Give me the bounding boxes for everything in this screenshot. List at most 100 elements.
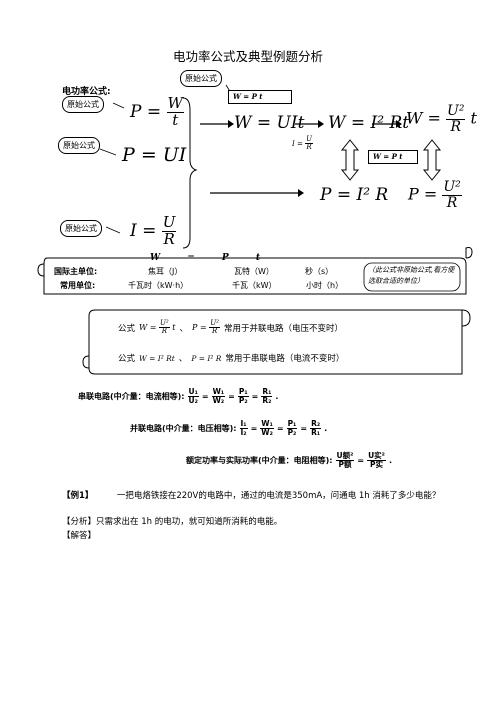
fraction-u-r: U R	[161, 213, 177, 248]
usage-row-prefix: 公式	[118, 354, 136, 364]
fraction-num: U²	[159, 319, 170, 329]
fraction-den: R	[446, 194, 458, 211]
box-w-pt-top: W = P t	[228, 90, 292, 104]
formula-w-lhs: W =	[139, 322, 157, 332]
arrow-to-p-i2r-head	[298, 189, 304, 197]
unit-intl-t: 秒（s）	[305, 267, 334, 276]
usage-scroll-curl-right	[461, 309, 471, 327]
double-arrow-right	[422, 139, 442, 181]
formula-p-u2-over-r: P = U² R	[408, 180, 462, 210]
usage-row-sep: 、	[178, 354, 188, 364]
double-arrow-left	[340, 139, 360, 181]
unit-common-p: 千瓦（kW）	[232, 281, 277, 290]
units-common-label: 常用单位:	[60, 281, 96, 290]
formula-p-lhs: P =	[192, 322, 207, 332]
usage-row-suffix: 常用于并联电路（电压不变时）	[223, 323, 343, 334]
fraction-den: R	[161, 327, 168, 336]
units-header-w: W	[150, 253, 161, 263]
fraction-den: R	[306, 143, 312, 152]
unit-intl-p: 瓦特（W）	[234, 267, 274, 276]
formula-p-i2r: P = I² R	[320, 185, 389, 205]
bubble-original-1: 原始公式	[62, 96, 104, 113]
bubble-original-2: 原始公式	[58, 137, 100, 154]
usage-formula-p-i2r: P = I² R	[191, 353, 222, 363]
example-answer: 【解答】	[62, 531, 97, 541]
formula-i-lhs: I =	[130, 220, 157, 241]
units-scroll-curl-left	[37, 263, 45, 277]
formula-p-w-over-t: P = W t	[130, 94, 184, 129]
arrow-to-w-i2rt-head	[318, 120, 324, 128]
fraction-u2-r: U² R	[446, 103, 466, 135]
formula-t: t	[470, 108, 477, 128]
fraction-num: W	[166, 94, 184, 113]
usage-row-sep: 、	[179, 323, 189, 334]
fraction-den: R	[450, 118, 462, 135]
ratio-parallel-label: 并联电路(中介量：电压相等):	[130, 423, 237, 433]
formula-small-i: I = U R	[292, 135, 313, 152]
fraction-den: R	[211, 327, 218, 336]
formula-p-ui: P = UI	[122, 144, 187, 166]
usage-row-prefix: 公式	[118, 323, 136, 334]
arrow-to-w-uit-head	[228, 120, 234, 128]
units-note: （此公式非原始公式,看方便选取合适的单位）	[368, 266, 455, 285]
formula-w-u2-over-r-t: W = U² R t	[406, 104, 477, 134]
units-note-frame	[363, 262, 461, 292]
bubble-tail-3	[105, 226, 121, 234]
fraction-w-t: W t	[166, 94, 184, 129]
usage-row-suffix: 常用于串联电路（电流不变时）	[225, 354, 345, 364]
fraction-den: R	[163, 229, 175, 248]
units-header-eq: =	[187, 253, 195, 263]
ratio-rated-label: 额定功率与实际功率(中介量：电阻相等):	[186, 455, 333, 465]
formula-p: P	[130, 101, 142, 122]
unit-common-t: 小时（h）	[306, 281, 344, 290]
example-analysis: 【分析】只需求出在 1h 的电功，就可知道所消耗的电能。	[62, 517, 283, 527]
bubble-original-top: 原始公式	[180, 70, 222, 87]
formula-w-i2rt: W = I² Rt	[328, 113, 410, 133]
formula-t: t	[172, 322, 176, 332]
fraction-num: U²	[442, 179, 462, 196]
example-question: 【例1】 一把电烙铁接在220V的电路中，通过的电流是350mA，问通电 1h …	[62, 490, 462, 502]
fraction-num: U	[161, 213, 177, 232]
formula-section-label: 电功率公式:	[62, 87, 111, 97]
formula-w-lhs: W =	[406, 108, 441, 128]
arrow-right-col-head	[396, 120, 402, 128]
fraction-num: U	[305, 135, 313, 145]
unit-intl-w: 焦耳（J）	[148, 267, 183, 276]
fraction-small-u-r: U R	[305, 135, 313, 152]
example-question-text: 一把电烙铁接在220V的电路中，通过的电流是350mA，问通电 1h 消耗了多少…	[116, 491, 441, 501]
bubble-tail-2	[99, 148, 117, 156]
usage-scroll-curl-left	[82, 355, 90, 369]
usage-formula-w-i2rt: W = I² Rt	[139, 353, 175, 363]
formula-small-i-lhs: I =	[292, 139, 303, 148]
units-header-p: P	[221, 253, 229, 263]
bubble-original-3: 原始公式	[60, 220, 102, 237]
brace	[182, 97, 198, 249]
page-title: 电功率公式及典型例题分析	[172, 49, 323, 64]
units-scroll-curl-right	[465, 247, 473, 259]
formula-p-lhs: P =	[408, 184, 438, 204]
fraction-num: U²	[209, 319, 220, 329]
fraction-den: t	[172, 110, 179, 129]
fraction-num: U²	[446, 103, 466, 120]
bubble-tail-1	[112, 102, 125, 109]
example-tag: 【例1】	[62, 491, 94, 501]
unit-common-w: 千瓦时（kW·h）	[128, 281, 189, 290]
units-header: W = P t	[150, 253, 260, 263]
